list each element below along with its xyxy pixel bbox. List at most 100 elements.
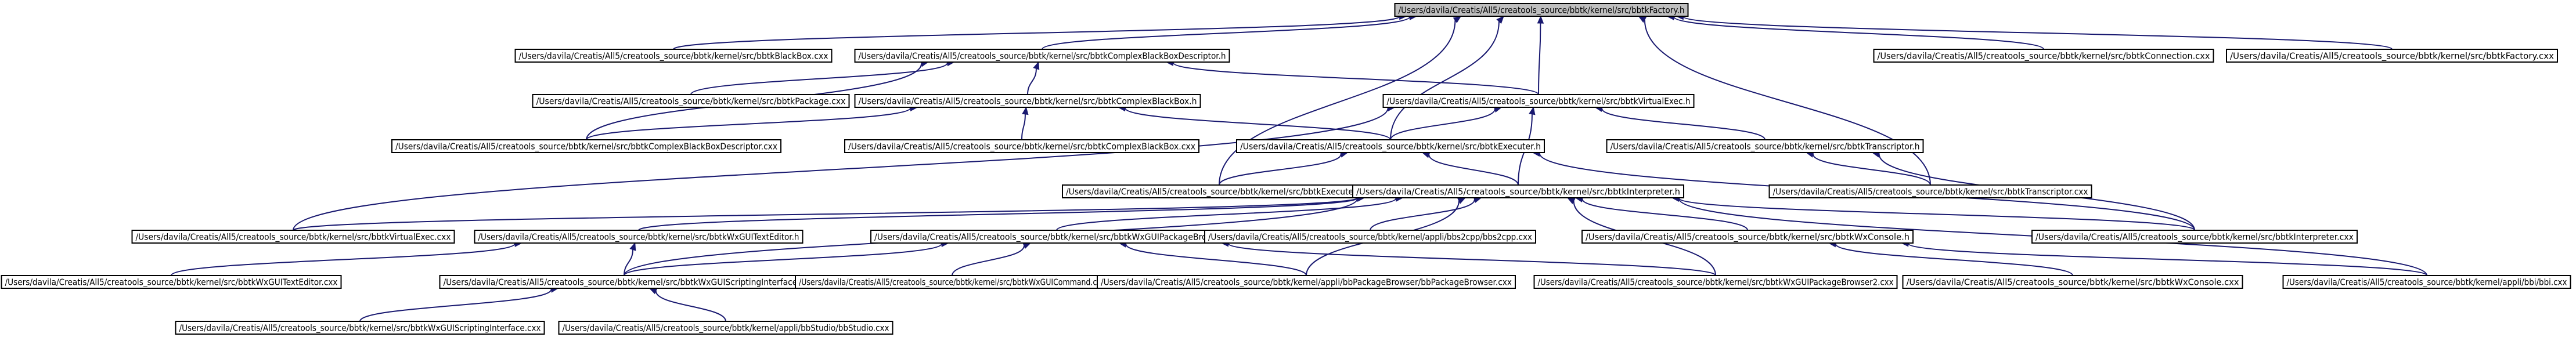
- edge-line: [1125, 107, 1391, 140]
- edge-n6-n10: [1390, 106, 1503, 140]
- file-node-box[interactable]: /Users/davila/Creatis/All5/creatools_sou…: [474, 230, 804, 244]
- node-rect: [1606, 139, 1924, 153]
- edge-line: [1042, 16, 1411, 50]
- file-node-box[interactable]: /Users/davila/Creatis/All5/creatools_sou…: [514, 49, 833, 63]
- edge-n17-n22: [624, 240, 950, 276]
- file-node-box[interactable]: /Users/davila/Creatis/All5/creatools_sou…: [1062, 184, 1377, 198]
- node-rect: [1533, 275, 1898, 289]
- file-node-box[interactable]: /Users/davila/Creatis/All5/creatools_sou…: [854, 94, 1201, 108]
- node-rect: [514, 49, 833, 63]
- edge-arrowhead: [1537, 15, 1544, 24]
- root-node-box[interactable]: /Users/davila/Creatis/All5/creatools_sou…: [1394, 3, 1689, 17]
- node-rect: [1236, 139, 1545, 153]
- edge-n19-n27: [1900, 240, 2427, 276]
- file-node-box[interactable]: /Users/davila/Creatis/All5/creatools_sou…: [439, 275, 809, 289]
- node-rect: [2282, 275, 2571, 289]
- node-label: /Users/davila/Creatis/All5/creatools_sou…: [1356, 187, 1680, 198]
- file-node-box[interactable]: /Users/davila/Creatis/All5/creatools_sou…: [391, 139, 781, 153]
- node-rect: [474, 230, 804, 244]
- edge-n17-n24: [1118, 241, 1307, 276]
- node-label: /Users/davila/Creatis/All5/creatools_sou…: [2230, 51, 2554, 62]
- node-label: /Users/davila/Creatis/All5/creatools_sou…: [1878, 51, 2210, 62]
- node-label: /Users/davila/Creatis/All5/creatools_sou…: [1773, 187, 2088, 198]
- edge-line: [673, 16, 1400, 50]
- file-node-box[interactable]: /Users/davila/Creatis/All5/creatools_sou…: [1902, 275, 2243, 289]
- node-label: /Users/davila/Creatis/All5/creatools_sou…: [1387, 96, 1691, 107]
- node-rect: [844, 139, 1199, 153]
- node-rect: [131, 230, 455, 244]
- node-rect: [1352, 184, 1684, 198]
- edge-line: [1538, 23, 1541, 95]
- file-node-box[interactable]: /Users/davila/Creatis/All5/creatools_sou…: [1097, 275, 1516, 289]
- node-rect: [2226, 49, 2558, 63]
- node-label: /Users/davila/Creatis/All5/creatools_sou…: [5, 277, 338, 288]
- file-node-box[interactable]: /Users/davila/Creatis/All5/creatools_sou…: [1, 275, 342, 289]
- node-rect: [854, 94, 1201, 108]
- edge-line: [1219, 154, 1342, 186]
- edge-line: [1125, 244, 1307, 276]
- file-node-box[interactable]: /Users/davila/Creatis/All5/creatools_sou…: [795, 275, 1109, 289]
- file-node-box[interactable]: /Users/davila/Creatis/All5/creatools_sou…: [2031, 230, 2358, 244]
- file-node-box[interactable]: /Users/davila/Creatis/All5/creatools_sou…: [870, 230, 1243, 244]
- node-label: /Users/davila/Creatis/All5/creatools_sou…: [444, 277, 805, 288]
- node-label: /Users/davila/Creatis/All5/creatools_sou…: [1101, 277, 1512, 288]
- edge-n22-n29: [648, 288, 726, 322]
- file-node-box[interactable]: /Users/davila/Creatis/All5/creatools_sou…: [1873, 49, 2214, 63]
- file-node-box[interactable]: /Users/davila/Creatis/All5/creatools_sou…: [1382, 94, 1695, 108]
- edge-line: [1428, 154, 1519, 186]
- file-node-box[interactable]: /Users/davila/Creatis/All5/creatools_sou…: [1352, 184, 1684, 198]
- node-rect: [175, 321, 545, 335]
- node-label: /Users/davila/Creatis/All5/creatools_sou…: [519, 51, 828, 62]
- edge-n0-n6: [1537, 15, 1544, 95]
- node-label: /Users/davila/Creatis/All5/creatools_sou…: [848, 142, 1195, 153]
- node-label: /Users/davila/Creatis/All5/creatools_sou…: [874, 232, 1239, 243]
- node-label: /Users/davila/Creatis/All5/creatools_sou…: [1208, 232, 1532, 243]
- file-node-box[interactable]: /Users/davila/Creatis/All5/creatools_sou…: [854, 49, 1230, 63]
- edge-line: [1390, 21, 1500, 140]
- node-rect: [1204, 230, 1536, 244]
- edge-n13-n20: [1671, 195, 2195, 231]
- file-node-box[interactable]: /Users/davila/Creatis/All5/creatools_sou…: [2282, 275, 2571, 289]
- edge-line: [1370, 200, 1475, 231]
- node-rect: [1382, 94, 1695, 108]
- edge-arrowhead: [1496, 16, 1504, 24]
- edge-n17-n25: [1220, 240, 1716, 276]
- edge-line: [638, 197, 1359, 231]
- edge-line: [359, 289, 552, 322]
- file-node-box[interactable]: /Users/davila/Creatis/All5/creatools_sou…: [532, 94, 850, 108]
- file-node-box[interactable]: /Users/davila/Creatis/All5/creatools_sou…: [131, 230, 455, 244]
- edge-n0-n1: [673, 13, 1407, 50]
- edge-arrowhead: [1033, 61, 1040, 70]
- edge-line: [690, 62, 948, 95]
- edge-line: [1581, 198, 1748, 231]
- edge-arrowhead: [1453, 16, 1462, 23]
- node-rect: [1, 275, 342, 289]
- node-label: /Users/davila/Creatis/All5/creatools_sou…: [799, 277, 1105, 288]
- edge-line: [1907, 242, 2427, 276]
- edge-n2-n5: [690, 59, 956, 95]
- node-label: /Users/davila/Creatis/All5/creatools_sou…: [1611, 142, 1920, 153]
- file-node-box[interactable]: /Users/davila/Creatis/All5/creatools_sou…: [175, 321, 545, 335]
- edge-line: [293, 108, 1389, 231]
- edge-n0-n10: [1390, 16, 1504, 140]
- file-node-box[interactable]: /Users/davila/Creatis/All5/creatools_sou…: [1581, 230, 1914, 244]
- file-node-box[interactable]: /Users/davila/Creatis/All5/creatools_sou…: [1768, 184, 2092, 198]
- edge-line: [1812, 154, 1931, 186]
- node-rect: [391, 139, 781, 153]
- file-node-box[interactable]: /Users/davila/Creatis/All5/creatools_sou…: [844, 139, 1199, 153]
- edge-line: [1056, 198, 1397, 231]
- edge-line: [655, 291, 726, 322]
- file-node-box[interactable]: /Users/davila/Creatis/All5/creatools_sou…: [1533, 275, 1898, 289]
- node-rect: [1394, 3, 1689, 17]
- edge-arrowhead: [1022, 106, 1029, 115]
- file-node-box[interactable]: /Users/davila/Creatis/All5/creatools_sou…: [1236, 139, 1545, 153]
- edge-line: [1644, 20, 1931, 186]
- edge-arrowhead: [1529, 106, 1536, 115]
- file-node-box[interactable]: /Users/davila/Creatis/All5/creatools_sou…: [1606, 139, 1924, 153]
- file-node-box[interactable]: /Users/davila/Creatis/All5/creatools_sou…: [1204, 230, 1536, 244]
- file-node-box[interactable]: /Users/davila/Creatis/All5/creatools_sou…: [558, 321, 894, 335]
- file-node-box[interactable]: /Users/davila/Creatis/All5/creatools_sou…: [2226, 49, 2558, 63]
- node-rect: [854, 49, 1230, 63]
- edge-line: [1678, 197, 2195, 231]
- edge-n10-n13: [1421, 151, 1519, 186]
